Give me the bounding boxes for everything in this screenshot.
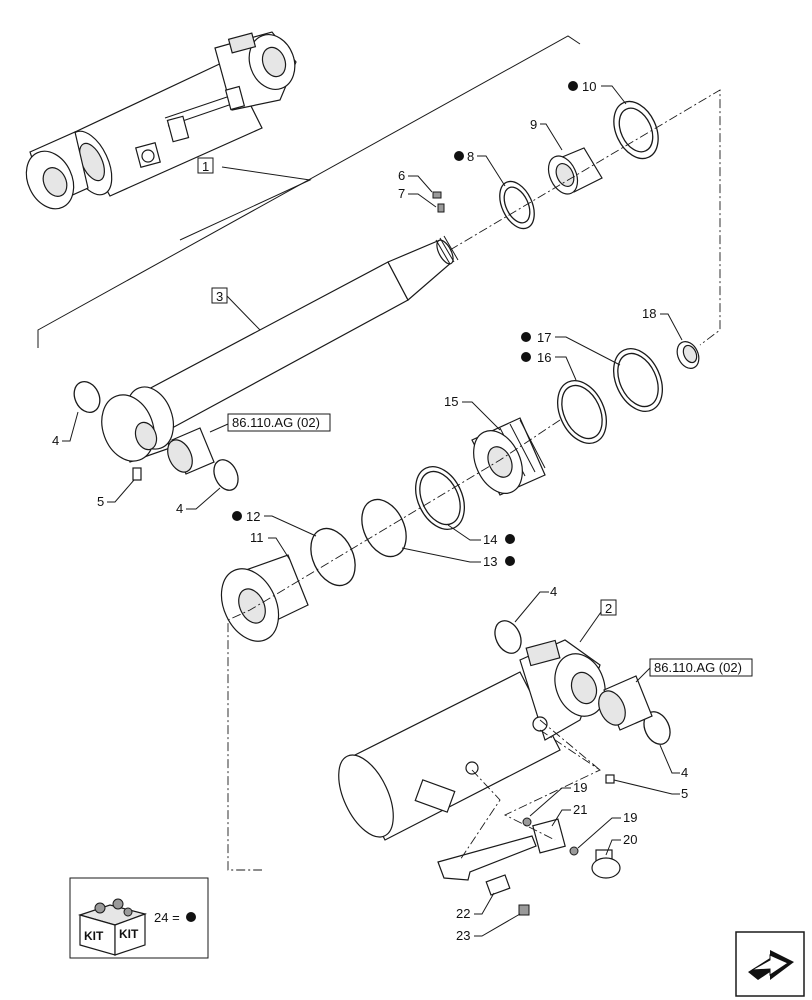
reference-label-top: 86.110.AG (02)	[232, 415, 320, 430]
barrel-illustration	[338, 639, 615, 841]
callout-22: 22	[456, 906, 470, 921]
piston-rod-illustration	[101, 235, 459, 481]
callout-18: 18	[642, 306, 656, 321]
kit-legend-bullet	[186, 912, 196, 922]
callout-1-leader	[179, 166, 312, 241]
callout-3: 3	[216, 289, 223, 304]
callout-5-right: 5	[681, 786, 688, 801]
callout-7: 7	[398, 186, 405, 201]
bullet-10	[568, 81, 578, 91]
callout-19-lower: 19	[623, 810, 637, 825]
part-12-ring	[310, 527, 356, 587]
part-4-ring-b	[213, 459, 239, 491]
reference-label-right: 86.110.AG (02)	[654, 660, 742, 675]
part-4-ring-a	[73, 380, 101, 414]
part-8-ring	[499, 180, 535, 230]
callout-1: 1	[202, 159, 209, 174]
callout-4-right: 4	[681, 765, 688, 780]
callout-14: 14	[483, 532, 497, 547]
bushing-ref-right	[598, 675, 653, 731]
hydraulic-tube	[437, 817, 621, 916]
bullet-8	[454, 151, 464, 161]
part-6-plug	[432, 191, 442, 199]
callout-4-left: 4	[52, 433, 59, 448]
next-page-arrow-icon[interactable]	[735, 931, 805, 997]
callout-10: 10	[582, 79, 596, 94]
assembly-axis-line-top	[449, 89, 721, 346]
bullet-12	[232, 511, 242, 521]
callout-21: 21	[573, 802, 587, 817]
part-15-piston	[471, 417, 546, 496]
callout-20: 20	[623, 832, 637, 847]
part-16-ring	[557, 380, 607, 444]
part-18-nut	[676, 341, 700, 369]
callout-12: 12	[246, 509, 260, 524]
callout-17: 17	[537, 330, 551, 345]
part-17-ring	[613, 348, 663, 412]
callout-11: 11	[250, 530, 264, 545]
callout-5-left: 5	[97, 494, 104, 509]
part-10-ring	[613, 100, 659, 160]
bullet-16	[521, 352, 531, 362]
callout-6: 6	[398, 168, 405, 183]
callout-15: 15	[444, 394, 458, 409]
callout-23: 23	[456, 928, 470, 943]
kit-label-right: KIT	[119, 927, 139, 941]
callout-4-upper-right: 4	[550, 584, 557, 599]
kit-box-icon	[77, 898, 148, 956]
kit-label-left: KIT	[84, 929, 104, 943]
bushing-ref-top	[167, 427, 215, 475]
part-7-screw	[437, 203, 445, 213]
callout-19-upper: 19	[573, 780, 587, 795]
part-4-ring-c	[494, 620, 522, 654]
cylinder-assembly-illustration	[25, 31, 297, 210]
tube-guide-lines	[459, 719, 601, 861]
part-14-ring	[415, 466, 465, 530]
part-13-ring	[361, 498, 407, 558]
part-9-bushing	[547, 147, 603, 195]
kit-legend-box: KIT KIT 24 =	[69, 877, 209, 959]
callout-13: 13	[483, 554, 497, 569]
bullet-13	[505, 556, 515, 566]
bullet-14	[505, 534, 515, 544]
callout-2: 2	[605, 601, 612, 616]
assembly-axis-line-middle	[227, 419, 561, 871]
callout-16: 16	[537, 350, 551, 365]
callout-4-middle: 4	[176, 501, 183, 516]
bullet-17	[521, 332, 531, 342]
kit-legend-text: 24 =	[154, 910, 180, 925]
part-11-gland	[220, 554, 309, 642]
callout-9: 9	[530, 117, 537, 132]
callout-8: 8	[467, 149, 474, 164]
